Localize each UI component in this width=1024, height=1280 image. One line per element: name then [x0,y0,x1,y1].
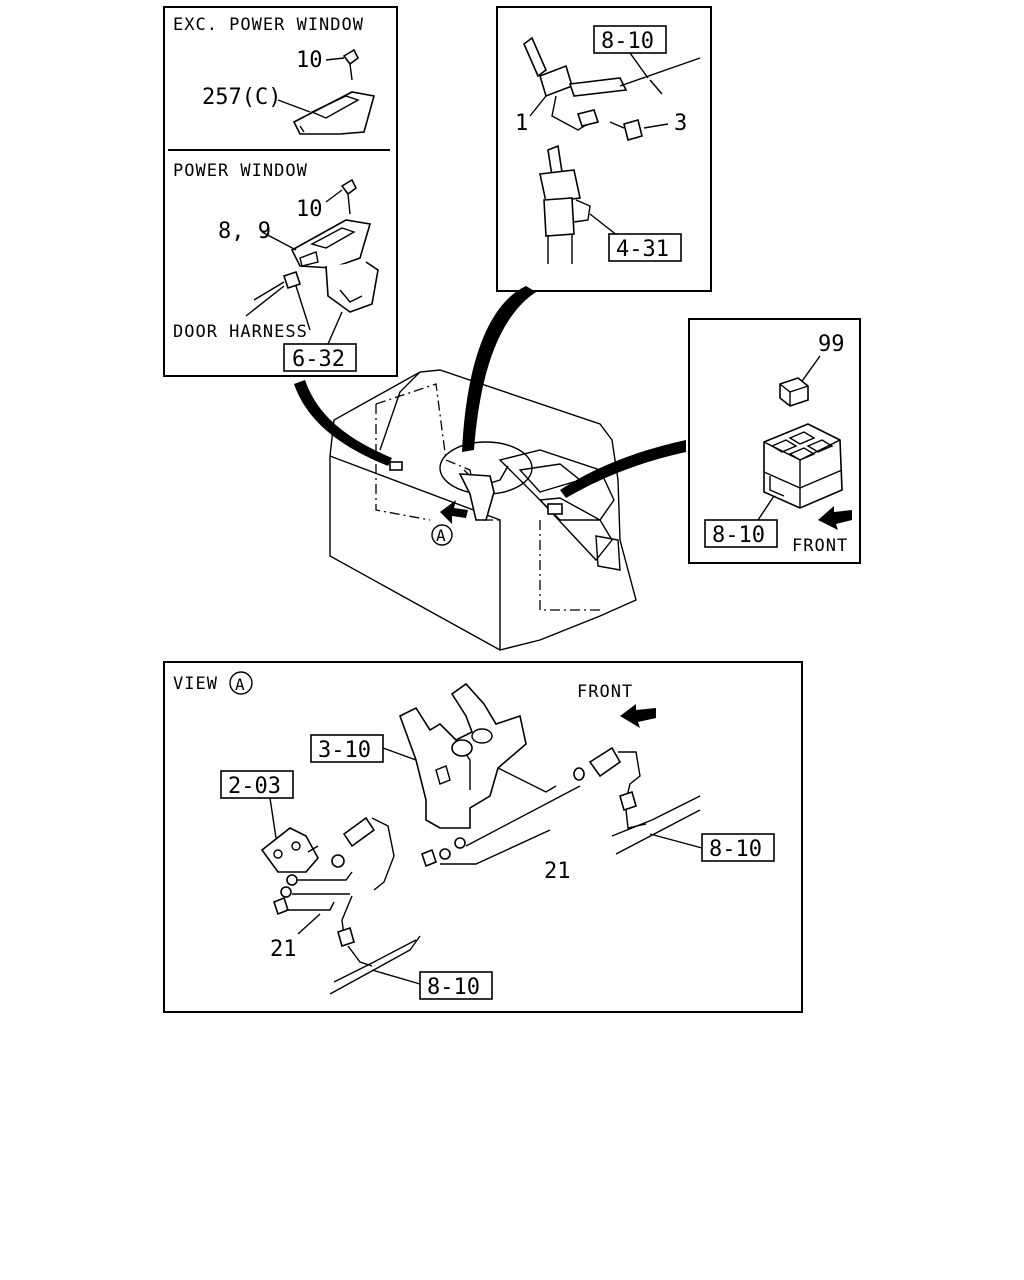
front-arrow-icon [818,506,852,530]
pedal-bracket [399,682,557,829]
label-clip-21-left: 21 [270,937,297,962]
callout-column-panel [462,286,536,452]
switch-plate-exc [292,91,376,135]
relay-panel: 99 8-10 FRONT [688,318,861,564]
ref-3-10: 3-10 [318,738,371,763]
view-title: VIEW [173,674,218,694]
screw-icon [609,119,643,141]
callout-relay-panel [560,440,686,498]
label-relay-99: 99 [818,332,845,357]
view-front-label: FRONT [577,682,633,702]
relay-icon [779,377,809,407]
label-switch-pw: 8, 9 [218,219,271,244]
label-screw-pw: 10 [296,197,323,222]
relay-block [763,423,843,509]
ref-8-10-right: 8-10 [709,837,762,862]
switch-panel: EXC. POWER WINDOW POWER WINDOW 10 257(C)… [163,6,398,377]
switch-block-pw [290,219,379,313]
dashboard-illustration: A [294,286,686,651]
ref-4-31: 4-31 [616,237,669,262]
ref-6-32: 6-32 [292,347,345,372]
label-switch-exc: 257(C) [202,85,281,110]
combination-switch [523,36,701,131]
label-clip-21-right: 21 [544,859,571,884]
switch-left [331,816,395,891]
exc-power-window-title: EXC. POWER WINDOW [173,15,364,35]
front-arrow-icon [620,704,656,728]
label-screw-3: 3 [674,111,687,136]
steering-column [539,144,591,264]
view-arrow [440,500,468,524]
power-window-title: POWER WINDOW [173,161,308,181]
view-a-panel: VIEW A FRONT 3-10 8-10 [163,661,803,1013]
pedal-plate [260,827,319,873]
screw-icon [342,48,360,81]
view-letter: A [235,675,245,694]
ref-2-03: 2-03 [228,774,281,799]
ref-8-10-bottom: 8-10 [427,975,480,1000]
door-harness-label: DOOR HARNESS [173,322,308,342]
label-screw-top: 10 [296,48,323,73]
screw-icon [340,178,358,215]
column-switch-panel: 8-10 1 3 4 [496,6,712,292]
ref-8-10-column: 8-10 [601,29,654,54]
relay-front-label: FRONT [792,536,848,556]
label-switch-1: 1 [515,111,528,136]
callout-switch-panel [294,380,392,466]
switch-right [573,746,647,829]
dash-view-letter: A [436,526,446,545]
ref-8-10-relay: 8-10 [712,523,765,548]
